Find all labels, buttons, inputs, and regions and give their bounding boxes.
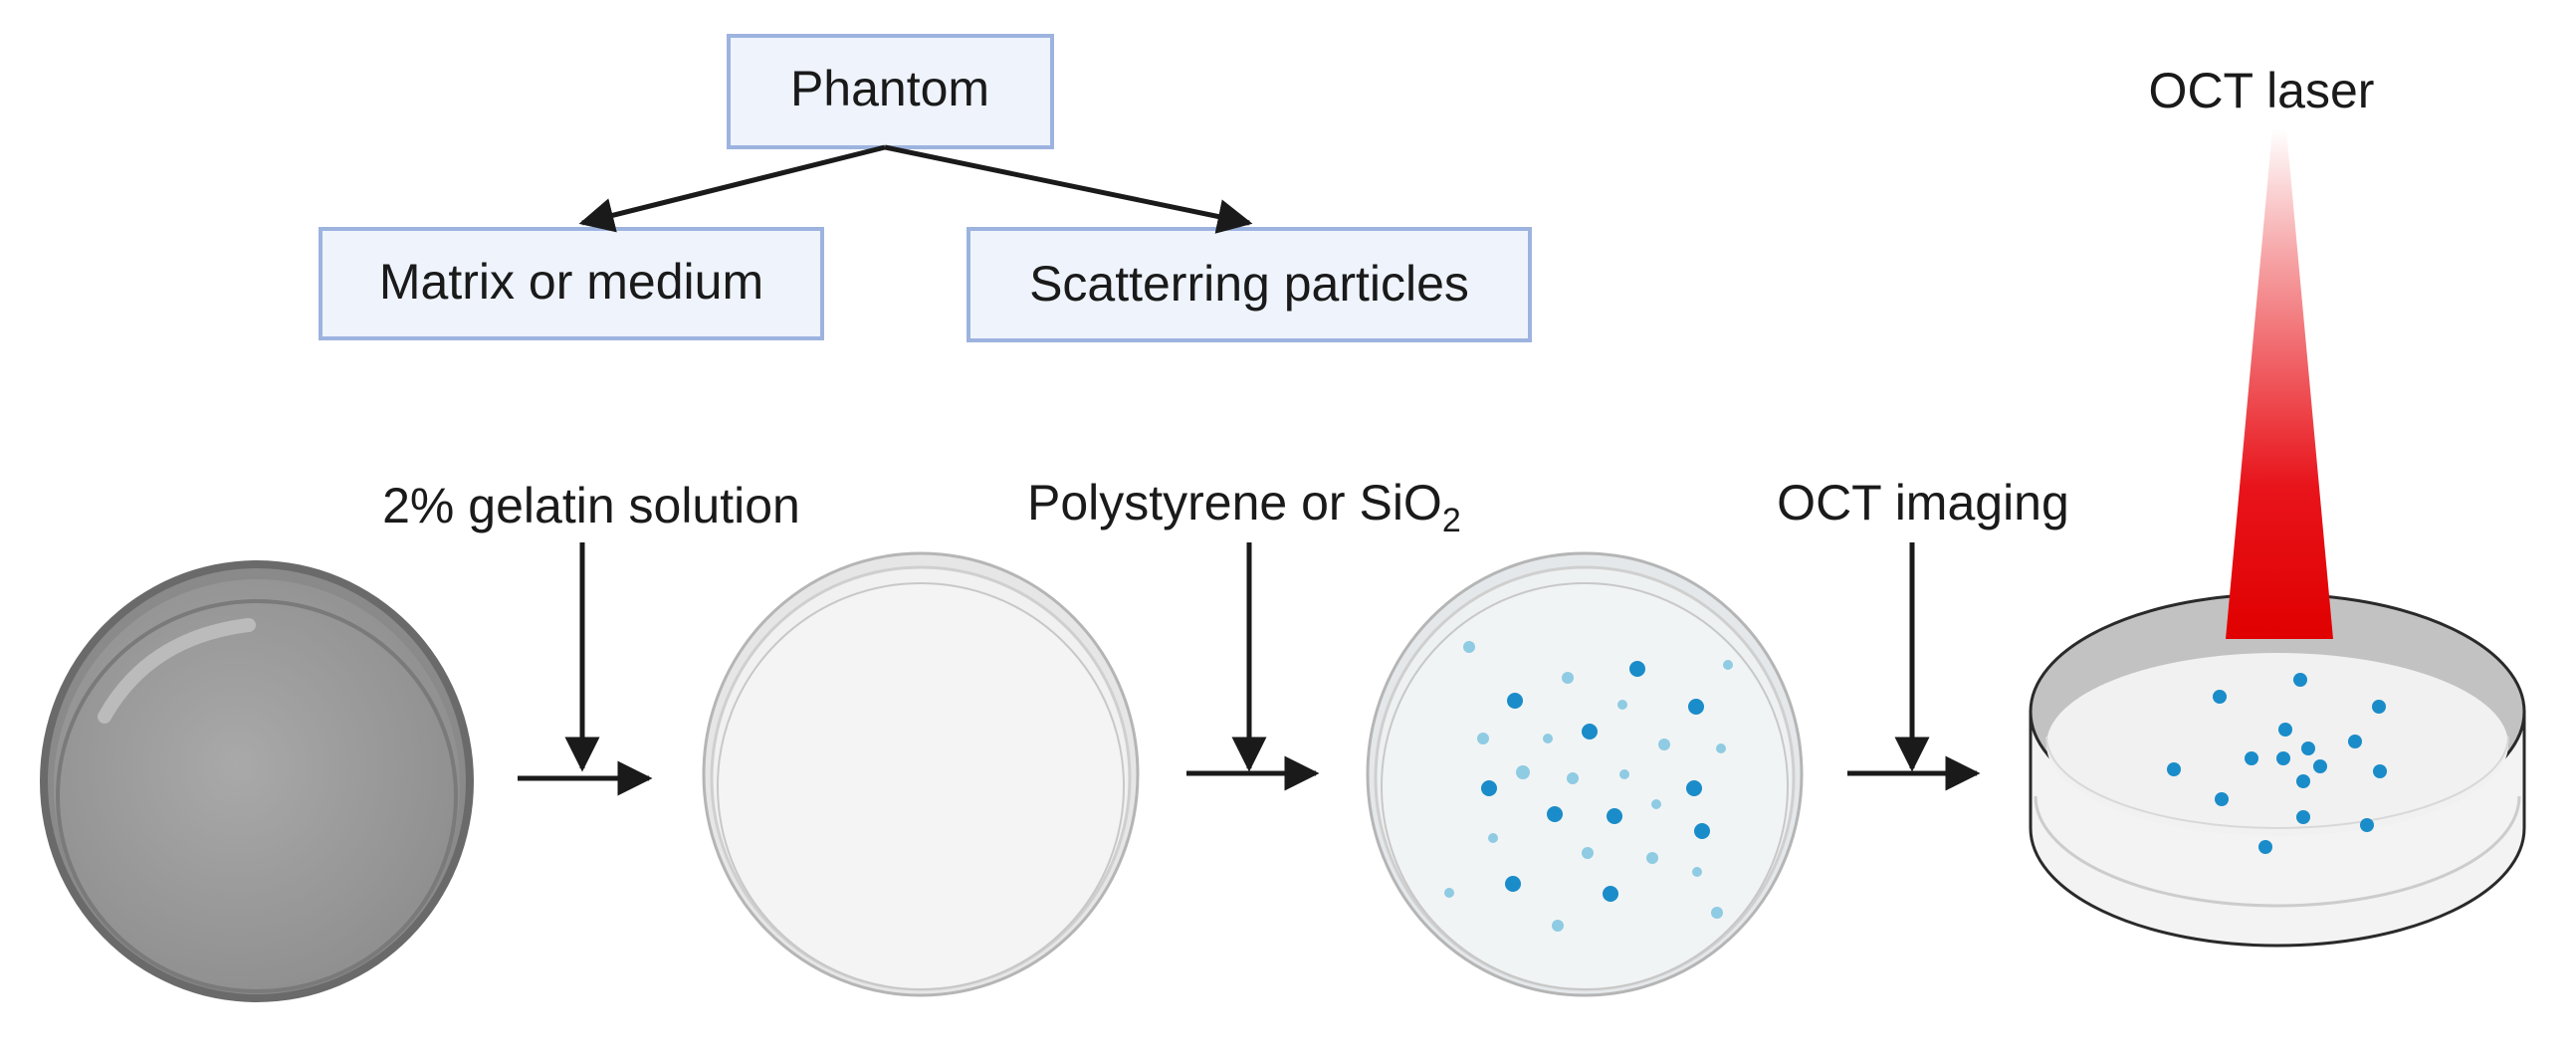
particle [1603, 886, 1618, 902]
particle [2373, 764, 2387, 778]
particle [1444, 888, 1454, 898]
step3-label: OCT imaging [1777, 475, 2069, 530]
particle-group [2167, 673, 2387, 854]
particle [1716, 743, 1726, 753]
particle [1692, 867, 1702, 877]
particle [2348, 735, 2362, 748]
gel-dish [702, 551, 1140, 997]
particle [1567, 772, 1579, 784]
particle [2293, 673, 2307, 687]
dish-floor [2046, 653, 2508, 836]
imaging-dish [2029, 129, 2526, 948]
particle [2296, 810, 2310, 824]
particle [1711, 907, 1723, 919]
particle [1582, 724, 1598, 740]
particles-box: Scatterring particles [966, 227, 1532, 342]
particle [1488, 833, 1498, 843]
particle [2276, 751, 2290, 765]
step1-label: 2% gelatin solution [382, 478, 800, 533]
particle [1651, 799, 1661, 809]
matrix-label: Matrix or medium [379, 254, 763, 310]
particle [1507, 693, 1523, 709]
particle [1723, 660, 1733, 670]
laser-label: OCT laser [2149, 63, 2375, 118]
particle [1607, 808, 1622, 824]
particle [2360, 818, 2374, 832]
particle [1582, 847, 1594, 859]
particle [1686, 780, 1702, 796]
particle [2296, 774, 2310, 788]
particle [2278, 723, 2292, 737]
particle [2167, 762, 2181, 776]
phantom-label: Phantom [790, 61, 989, 116]
oct-laser-beam [2226, 129, 2333, 639]
particle [2372, 700, 2386, 714]
particle [2215, 792, 2229, 806]
dish-highlight [98, 618, 256, 724]
particle [1477, 733, 1489, 744]
particle [1562, 672, 1574, 684]
particle-group [1444, 641, 1733, 932]
particle [1619, 769, 1629, 779]
particle [2258, 840, 2272, 854]
particle [1688, 699, 1704, 715]
arrow-to-particles [884, 144, 1253, 234]
particle [1629, 661, 1645, 677]
matrix-box: Matrix or medium [319, 227, 824, 340]
particle [1552, 920, 1564, 932]
particle [1694, 823, 1710, 839]
particle [1481, 780, 1497, 796]
particle-dish [1366, 551, 1804, 997]
particle [2213, 690, 2227, 704]
particle [1543, 734, 1553, 743]
particle [2313, 759, 2327, 773]
step-arrows [518, 542, 1981, 796]
particle [1463, 641, 1475, 653]
dark-dish [40, 560, 474, 1002]
particle [2301, 742, 2315, 755]
particle [1658, 739, 1670, 750]
phantom-box: Phantom [727, 34, 1054, 149]
particles-label: Scatterring particles [1029, 256, 1469, 312]
particle [1516, 765, 1530, 779]
particle [1617, 700, 1627, 710]
particle [2245, 751, 2258, 765]
particle [1505, 876, 1521, 892]
step2-label: Polystyrene or SiO2 [1027, 475, 1461, 539]
particle [1646, 852, 1658, 864]
particle [1547, 806, 1563, 822]
hierarchy-arrows [578, 144, 1253, 234]
arrow-to-matrix [578, 144, 886, 233]
